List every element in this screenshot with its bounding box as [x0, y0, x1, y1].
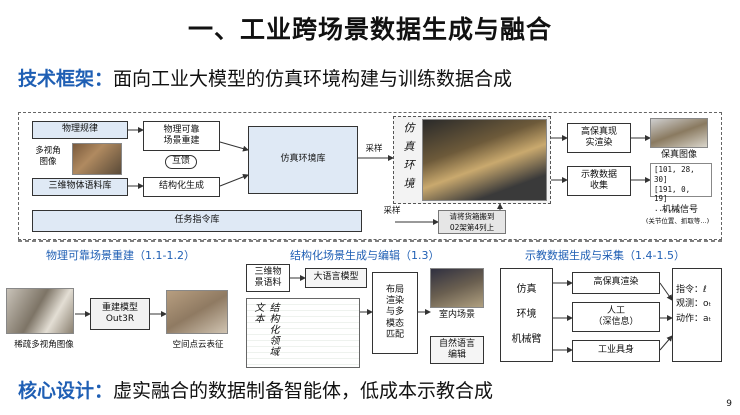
sparse-images-label: 稀疏多视角图像: [14, 340, 74, 350]
human-depth-box: 人工 （深信息）: [572, 302, 660, 332]
page-title: 一、工业跨场景数据生成与融合: [187, 15, 552, 44]
multiview-label: 多视角 图像: [35, 146, 61, 167]
pointcloud-label: 空间点云表征: [172, 340, 224, 350]
hifi-render-bottom-box: 高保真渲染: [572, 272, 660, 294]
robot-values: [101, 28, 30] [191, 0, 19] ......: [650, 163, 712, 213]
sim-env-lib-box: 仿真环境库: [248, 126, 358, 194]
nl-edit-box: 自然语言 编辑: [430, 336, 484, 364]
section-demo-heading: 示教数据生成与采集（1.4-1.5）: [525, 249, 685, 262]
structured-gen-box: 结构化生成: [143, 177, 220, 197]
output-tuple-box: 指令：ℓ 观测：oₜ 动作：aₜ: [672, 268, 722, 362]
subtitle: 技术框架：面向工业大模型的仿真环境构建与训练数据合成: [18, 64, 512, 91]
industrial-embodied-box: 工业具身: [572, 340, 660, 362]
page-number: 9: [726, 399, 732, 409]
instruction-box: 请将货箱搬到 02架第4列上: [438, 210, 506, 234]
robot-signal-label: 机械信号: [661, 205, 698, 215]
sim-env-vertical-label: 仿 真 环 境: [402, 122, 415, 191]
demo-collect-box: 示教数据 收集: [567, 166, 631, 196]
warehouse-sim-image: [422, 119, 547, 201]
hifi-render-box: 高保真现 实渲染: [567, 123, 631, 153]
core-design-label: 核心设计：: [18, 380, 114, 402]
physics-rules-box: 物理规律: [32, 121, 128, 139]
multiview-images: [72, 143, 122, 175]
top-framework-border: [18, 112, 722, 240]
section-recon-heading: 物理可靠场景重建（1.1-1.2）: [46, 249, 195, 262]
core-design-text: 虚实融合的数据制备智能体，低成本示教合成: [113, 380, 494, 402]
structured-text-label: 结构化领域文本: [252, 302, 278, 357]
structured-text-panel: [246, 298, 360, 368]
indoor-scene-image: [430, 268, 484, 308]
hifi-image-label: 保真图像: [660, 150, 697, 160]
sample-label-1: 采样: [365, 144, 383, 154]
sparse-multiview-images: [6, 288, 74, 334]
sample-label-2: 采样: [383, 206, 401, 216]
mutual-feedback-loop: 互馈: [165, 155, 197, 169]
objects-lib-box: 三维物体语料库: [32, 178, 128, 196]
obj-corpus-box: 三维物 景语料: [246, 264, 290, 292]
recon-model-box: 重建模型 Out3R: [90, 298, 150, 330]
pointcloud-image: [166, 290, 228, 334]
subtitle-label: 技术框架：: [18, 68, 114, 90]
task-lib-box: 任务指令库: [32, 210, 362, 232]
core-design: 核心设计：虚实融合的数据制备智能体，低成本示教合成: [18, 376, 493, 403]
hifi-image: [650, 118, 708, 148]
layout-render-match-box: 布局 渲染 与多 模态 匹配: [372, 272, 418, 354]
indoor-scene-label: 室内场景: [438, 310, 475, 320]
sim-robot-arm-box: 仿真 环境 机械臂: [500, 268, 553, 362]
llm-box: 大语言模型: [305, 268, 367, 288]
section-struct-heading: 结构化场景生成与编辑（1.3）: [290, 249, 440, 262]
robot-signal-sub: (关节位置、抓取等...): [645, 217, 710, 225]
physical-recon-box: 物理可靠 场景重建: [143, 121, 220, 151]
subtitle-text: 面向工业大模型的仿真环境构建与训练数据合成: [113, 68, 513, 90]
